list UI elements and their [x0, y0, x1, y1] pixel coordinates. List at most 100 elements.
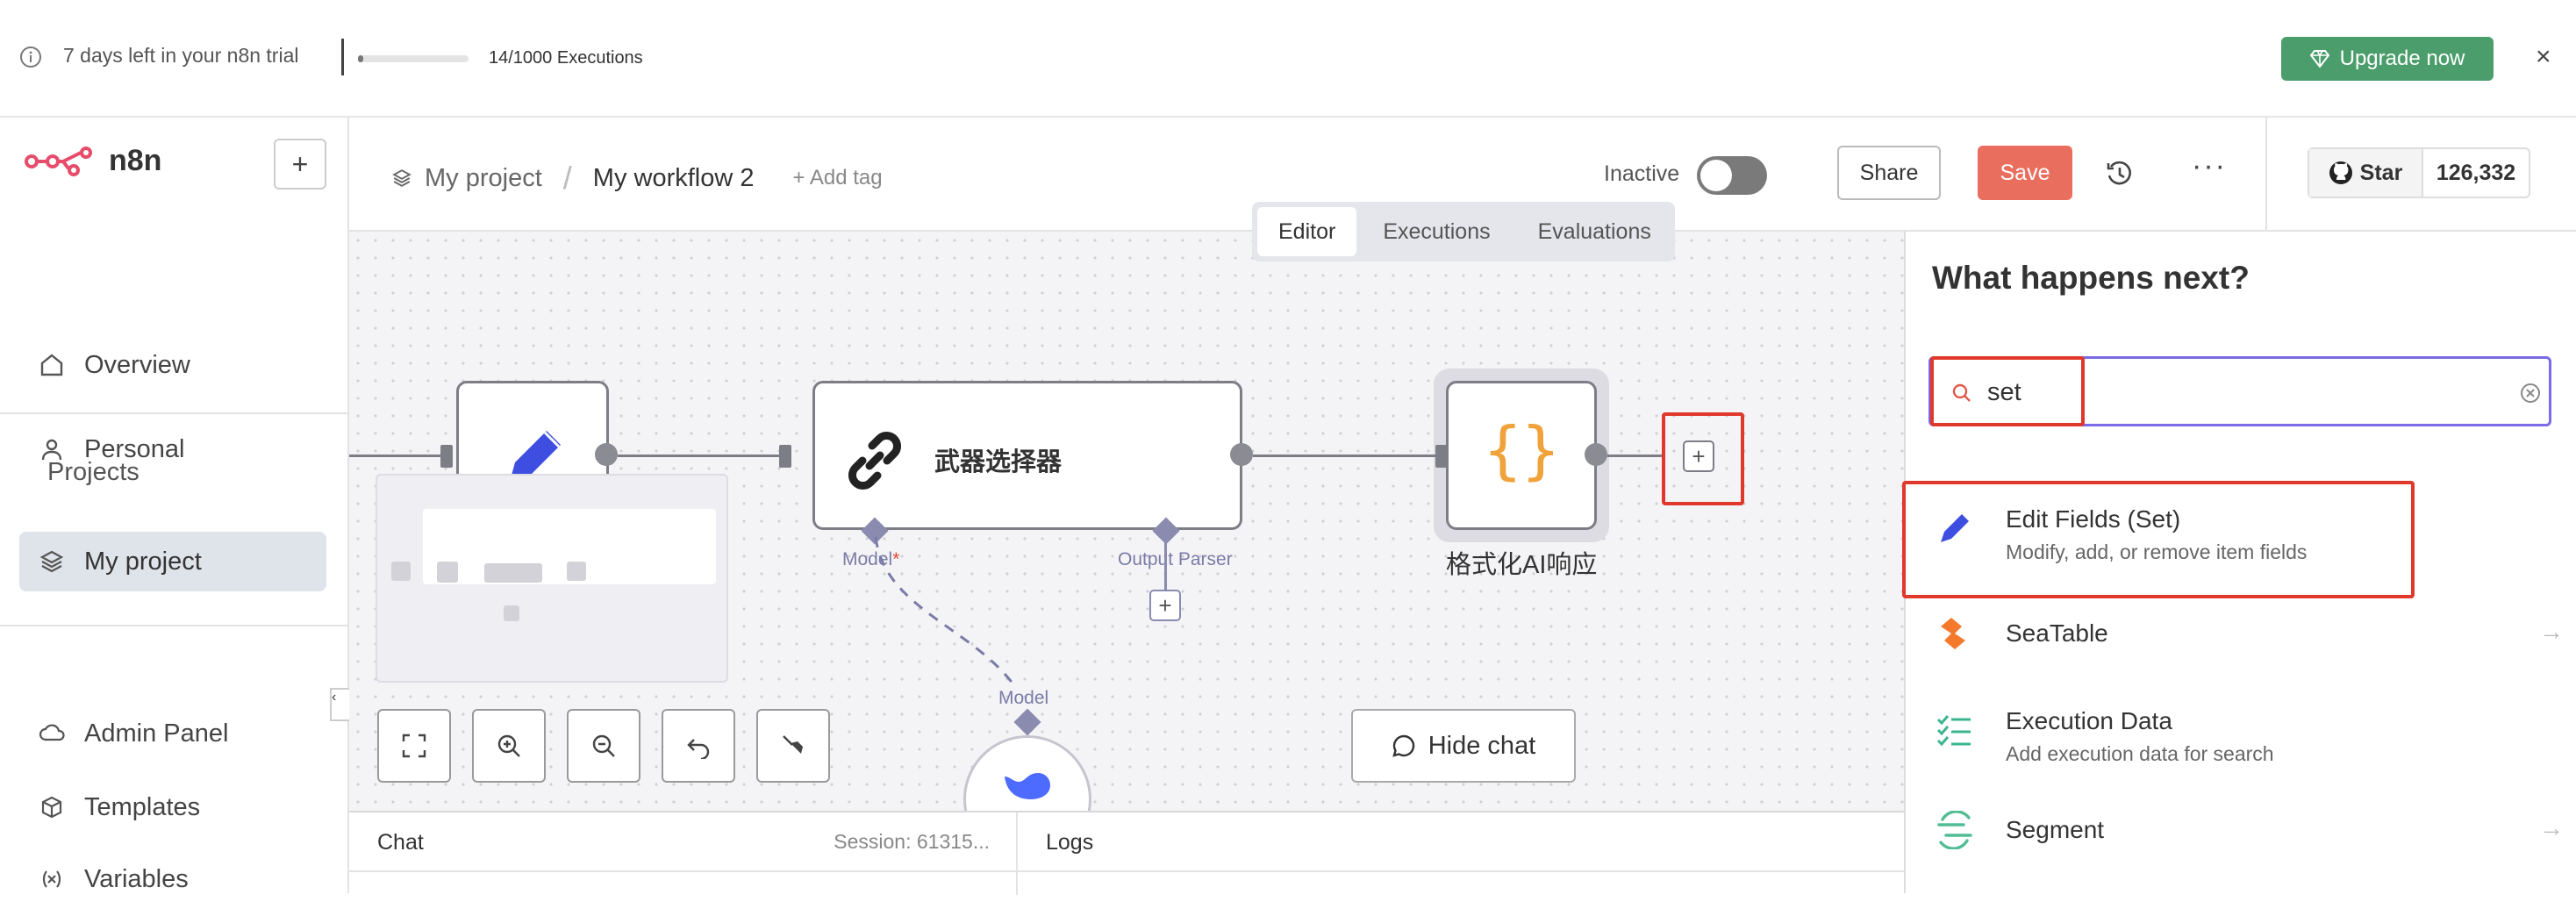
reset-zoom-button[interactable] [662, 709, 735, 783]
github-area: Star 126,332 [2265, 118, 2576, 232]
variable-icon [42, 870, 61, 888]
logs-title: Logs [1046, 830, 1094, 855]
result-item-segment[interactable]: Segment → [1906, 784, 2576, 881]
output-handle[interactable] [1585, 443, 1607, 466]
layers-icon [39, 550, 64, 573]
workflow-status-label: Inactive [1604, 161, 1680, 186]
tidy-up-button[interactable] [756, 709, 830, 783]
user-icon [41, 439, 62, 461]
sidebar-item-variables[interactable]: Variables [19, 849, 326, 909]
workflow-name[interactable]: My workflow 2 [592, 163, 755, 192]
undo-icon [687, 739, 710, 759]
sidebar-item-personal[interactable]: Personal [19, 419, 326, 479]
node-search-input[interactable] [1987, 375, 2479, 410]
add-node-button[interactable]: + [1683, 440, 1714, 472]
box-icon [41, 796, 62, 819]
checklist-icon [1936, 715, 1971, 747]
output-handle[interactable] [595, 443, 618, 466]
deepseek-icon [1005, 773, 1050, 799]
connection-line [1607, 454, 1662, 457]
share-button[interactable]: Share [1837, 146, 1941, 200]
upgrade-now-button[interactable]: Upgrade now [2281, 37, 2494, 81]
hide-chat-button[interactable]: Hide chat [1351, 709, 1576, 783]
zoom-in-button[interactable] [472, 709, 546, 783]
fullscreen-icon [402, 734, 426, 758]
fit-view-button[interactable] [377, 709, 451, 783]
result-item-name: Edit Fields (Set) [2006, 505, 2181, 533]
sidebar-item-label: My project [84, 547, 202, 576]
add-tag-link[interactable]: + Add tag [792, 166, 883, 190]
logs-header: Logs [1018, 812, 1904, 872]
more-options-icon[interactable]: ··· [2192, 149, 2227, 183]
node-formatter[interactable]: {} [1446, 381, 1597, 530]
tab-executions[interactable]: Executions [1383, 218, 1491, 244]
sidebar-item-label: Templates [84, 792, 201, 821]
connection-line [1253, 454, 1439, 457]
tab-editor[interactable]: Editor [1257, 207, 1357, 256]
minimap-node [504, 605, 519, 621]
hide-chat-label: Hide chat [1428, 731, 1536, 760]
result-item-seatable[interactable]: SeaTable → [1906, 590, 2576, 686]
workflow-canvas[interactable]: 武器选择器 Model* Output Parser + Model {} 格式… [349, 232, 1904, 811]
result-item-desc: Modify, add, or remove item fields [2006, 540, 2308, 563]
add-output-parser-button[interactable]: + [1149, 590, 1181, 621]
executions-count: 14/1000 Executions [489, 48, 643, 68]
sidebar-item-my-project[interactable]: My project [19, 532, 326, 591]
sidebar-item-overview[interactable]: Overview [19, 335, 326, 395]
minimap-node [567, 562, 586, 581]
create-new-button[interactable]: + [274, 139, 326, 190]
node-search-field[interactable] [1928, 356, 2551, 426]
node-agent[interactable]: 武器选择器 [812, 381, 1242, 530]
chat-title: Chat [377, 830, 424, 855]
input-port [440, 445, 453, 468]
output-handle[interactable] [1230, 443, 1253, 466]
result-item-name: Segment [2006, 816, 2105, 843]
save-button[interactable]: Save [1978, 146, 2072, 200]
node-formatter-title: 格式化AI响应 [1446, 551, 1598, 579]
segment-icon [1937, 811, 1972, 849]
zoom-out-icon [592, 734, 615, 757]
breadcrumb-project[interactable]: My project [425, 163, 542, 192]
result-item-execution-data[interactable]: Execution Data Add execution data for se… [1906, 686, 2576, 783]
model-connection-line [874, 536, 1018, 689]
node-panel-title: What happens next? [1932, 260, 2250, 296]
n8n-logo[interactable]: n8n [25, 144, 161, 178]
brand-name: n8n [109, 144, 162, 177]
code-braces-icon: {} [1484, 413, 1560, 487]
zoom-out-button[interactable] [567, 709, 640, 783]
tab-evaluations[interactable]: Evaluations [1537, 218, 1651, 244]
chat-logs-panel: Chat Session: 61315... Logs [349, 811, 1904, 895]
clear-search-icon[interactable] [2519, 382, 2542, 404]
sidebar-item-templates[interactable]: Templates [19, 777, 326, 837]
github-icon [2329, 161, 2352, 184]
breadcrumb: My project / My workflow 2 + Add tag [391, 160, 883, 197]
history-icon[interactable] [2104, 158, 2136, 190]
seatable-icon [1941, 618, 1965, 649]
logs-column: Logs [1018, 812, 1904, 895]
sidebar-divider [0, 412, 349, 414]
arrow-right-icon: → [2539, 618, 2564, 645]
chat-bubble-icon [1392, 734, 1414, 757]
github-star: Star [2309, 149, 2423, 197]
github-star-button[interactable]: Star 126,332 [2308, 147, 2530, 198]
sidebar: n8n + Overview Personal Projects My proj… [0, 118, 349, 893]
session-id[interactable]: Session: 61315... [834, 830, 990, 853]
n8n-logo-icon [25, 146, 92, 176]
result-item-name: SeaTable [2006, 619, 2108, 647]
close-banner-icon[interactable]: × [2536, 42, 2551, 71]
active-toggle[interactable] [1697, 156, 1767, 195]
sidebar-item-label: Variables [84, 864, 189, 893]
result-item-edit-fields[interactable]: Edit Fields (Set) Modify, add, or remove… [1906, 483, 2576, 579]
sidebar-item-admin-panel[interactable]: Admin Panel [19, 704, 326, 763]
breadcrumb-separator: / [562, 160, 572, 196]
input-port [779, 445, 791, 468]
sidebar-item-label: Personal [84, 434, 185, 463]
github-star-count: 126,332 [2436, 160, 2516, 185]
highlight-add-node [1662, 412, 1744, 505]
canvas-minimap[interactable] [376, 474, 728, 683]
github-star-label: Star [2359, 160, 2403, 185]
link-icon [848, 432, 901, 490]
search-icon [1952, 383, 1971, 402]
banner-divider [341, 39, 344, 75]
node-model[interactable] [963, 735, 1091, 811]
